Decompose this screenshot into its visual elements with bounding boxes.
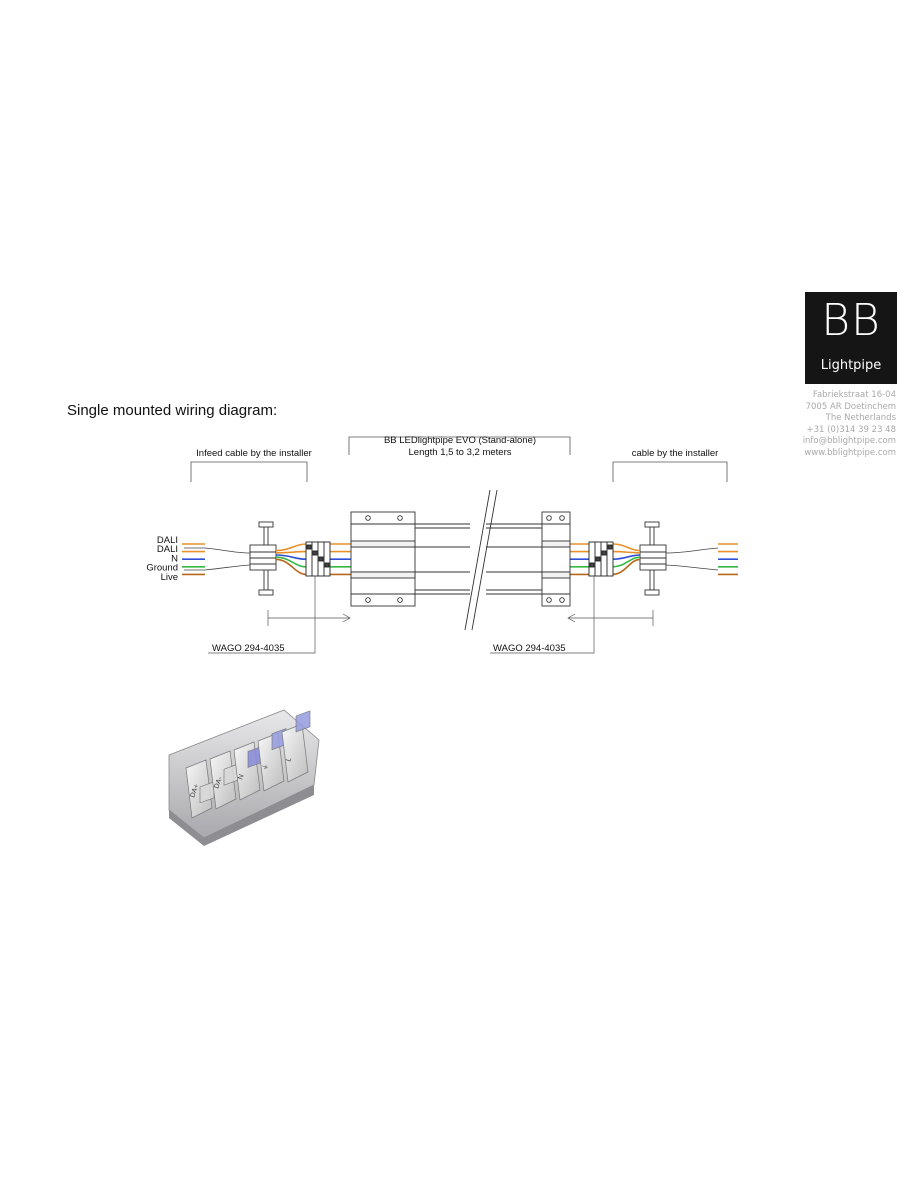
wire-fan-left-4 [275,558,307,576]
left-wire-ends [182,543,205,576]
right-wago-connector [588,541,614,577]
wire-label-0: DALI [157,535,178,546]
connector-slot-label-0: DA+ [189,783,200,798]
logo-name: Lightpipe [820,358,882,373]
wire-label-1: DALI [157,544,178,555]
wire-label-3: Ground [146,563,178,574]
company-logo: BB Lightpipe [805,292,897,384]
right-wire-fan [570,543,641,576]
wire-fan-left-0 [275,543,307,552]
wire-fan-right-3 [612,556,641,568]
wago-connector-photo: DA+ DA- N ⏚ L [168,709,320,846]
right-outfeed-cable [665,547,719,571]
outfeed-cable-label: cable by the installer [632,448,719,459]
connector-slot-2: N [233,741,263,801]
left-wago-connector [305,541,331,577]
address-country: The Netherlands [825,413,896,424]
wire-fan-right-1 [612,550,641,554]
wire-fan-left-1 [275,550,307,554]
right-end-plate [639,521,667,596]
infeed-bracket [190,461,308,482]
connector-slot-label-3: ⏚ [260,762,270,771]
connector-slot-1: DA- [209,750,239,810]
connector-slots: DA+ DA- N ⏚ L [185,710,311,819]
wire-fan-right-2 [612,554,641,560]
wire-fan-left-3 [275,556,307,568]
outfeed-bracket [612,461,728,482]
dimension-lines [208,576,654,654]
company-address: Fabriekstraat 16-04 7005 AR Doetinchem T… [760,390,896,460]
length-label: Length 1,5 to 3,2 meters [409,447,512,458]
left-wire-fan [275,543,351,576]
wire-label-2: N [171,553,178,564]
address-phone: +31 (0)314 39 23 48 [806,424,896,435]
right-wire-ends [718,543,738,576]
connector-slot-label-4: L [285,757,293,763]
address-web: www.bblightpipe.com [804,447,896,458]
address-email: info@bblightpipe.com [802,436,896,447]
address-street: Fabriekstraat 16-04 [812,390,896,400]
connector-slot-4: L [281,710,311,783]
page-title: Single mounted wiring diagram: [67,402,278,419]
wire-label-4: Live [161,572,178,583]
lightpipe-body [350,489,571,631]
product-label: BB LEDlightpipe EVO (Stand-alone) [384,435,536,446]
right-connector-label: WAGO 294-4035 [493,643,566,654]
product-bracket [348,436,571,455]
left-infeed-cable [184,547,251,571]
wire-fan-right-0 [612,543,641,552]
wire-fan-right-4 [612,558,641,576]
left-connector-label: WAGO 294-4035 [212,643,285,654]
infeed-cable-label: Infeed cable by the installer [196,448,312,459]
connector-slot-label-2: N [237,774,245,781]
left-end-plate [249,521,277,596]
connector-slot-label-1: DA- [213,775,224,789]
wire-fan-left-2 [275,554,307,560]
address-city: 7005 AR Doetinchem [805,401,896,412]
logo-mark: BB [821,295,881,346]
connector-slot-0: DA+ [185,759,215,819]
